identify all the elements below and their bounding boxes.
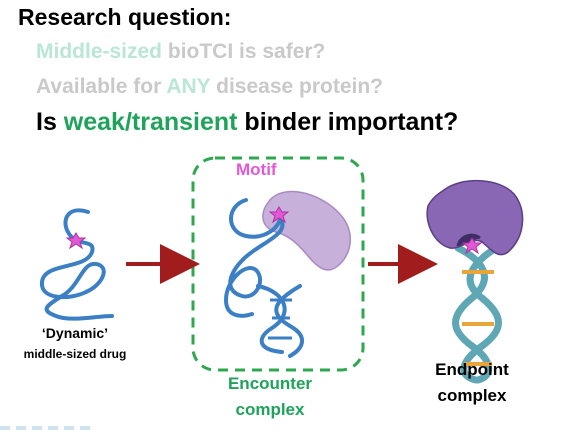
question-middle-sized: Middle-sized bioTCI is safer? (36, 40, 325, 64)
dynamic-drug-strand (40, 208, 114, 321)
q3-highlight: weak/transient (63, 108, 238, 136)
q2-highlight: ANY (166, 75, 211, 98)
dynamic-label: ‘Dynamic’ (41, 325, 109, 341)
dynamic-drug-star-icon (65, 232, 87, 250)
encounter-strand (223, 198, 285, 318)
q1-text: bioTCI is safer? (162, 40, 326, 63)
q2-before: Available for (36, 75, 167, 98)
endpoint-label-line1: Endpoint (435, 360, 509, 379)
endpoint-star-icon (461, 237, 483, 255)
endpoint-protein-shape (426, 180, 524, 256)
encounter-protein-shape (262, 190, 351, 271)
encounter-star-icon (268, 206, 290, 224)
slide-title: Research question: (18, 4, 232, 30)
endpoint-label-line2: complex (437, 386, 507, 405)
encounter-helix-a (256, 284, 287, 354)
q3-before: Is (36, 108, 64, 136)
question-weak-binder: Is weak/transient binder important? (36, 108, 458, 137)
motif-label: Motif (236, 160, 277, 179)
q2-after: disease protein? (210, 75, 384, 98)
q3-after: binder important? (237, 108, 459, 136)
encounter-dashed-box (191, 156, 365, 372)
question-any-protein: Available for ANY disease protein? (36, 75, 383, 99)
q1-highlight: Middle-sized (36, 40, 163, 63)
encounter-label-line1: Encounter (227, 374, 313, 393)
dynamic-sublabel: middle-sized drug (23, 347, 127, 361)
encounter-label-line2: complex (235, 400, 305, 419)
encounter-helix-b (274, 284, 304, 358)
